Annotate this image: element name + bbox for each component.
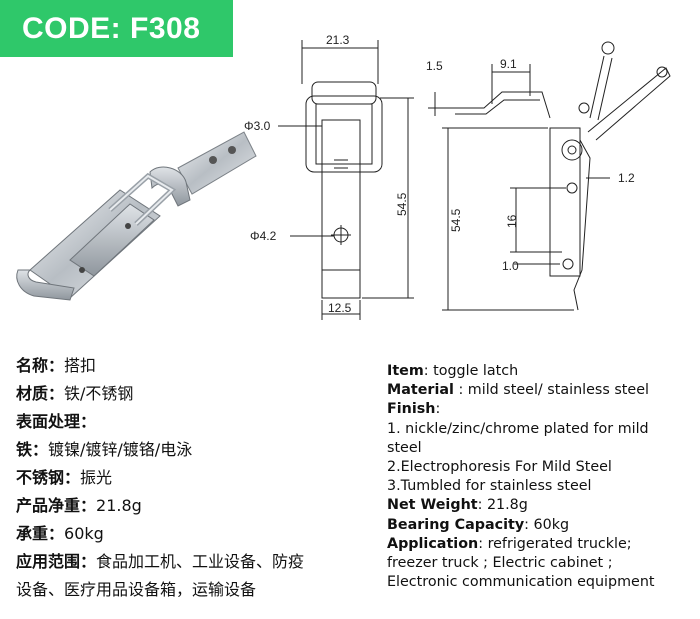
en-finish-3: 3.Tumbled for stainless steel bbox=[387, 478, 592, 495]
en-finish-row: Finish: bbox=[387, 400, 699, 419]
dim-side-mid: 16 bbox=[505, 214, 519, 228]
en-capacity-row: Bearing Capacity: 60kg bbox=[387, 516, 699, 535]
en-application-row: Application: refrigerated truckle; bbox=[387, 535, 699, 554]
spec-surface-label: 表面处理： bbox=[16, 412, 97, 431]
spec-steel-value: 振光 bbox=[80, 468, 113, 487]
dim-bottom-width: 12.5 bbox=[328, 301, 352, 315]
spec-material-row: 材质：铁/不锈钢 bbox=[16, 380, 386, 408]
product-code-badge: CODE: F308 bbox=[0, 0, 233, 57]
spec-steel-row: 不锈钢：振光 bbox=[16, 464, 386, 492]
english-spec-list: Item: toggle latch Material : mild steel… bbox=[387, 362, 699, 592]
en-weight-label: Net Weight bbox=[387, 497, 478, 514]
spec-weight-row: 产品净重：21.8g bbox=[16, 492, 386, 520]
dim-hole-top: Φ3.0 bbox=[244, 119, 271, 133]
spec-weight-label: 产品净重： bbox=[16, 496, 97, 515]
spec-name-value: 搭扣 bbox=[64, 356, 97, 375]
spec-iron-row: 铁：镀镍/镀锌/镀铬/电泳 bbox=[16, 436, 386, 464]
dim-side-thickness: 1.0 bbox=[502, 259, 519, 273]
spec-name-row: 名称：搭扣 bbox=[16, 352, 386, 380]
en-finish-2: 2.Electrophoresis For Mild Steel bbox=[387, 459, 612, 476]
dim-side-offset: 9.1 bbox=[500, 57, 517, 71]
spec-application-value-2: 设备、医疗用品设备箱，运输设备 bbox=[16, 580, 257, 599]
dim-front-height: 54.5 bbox=[395, 192, 409, 216]
en-material-value: : mild steel/ stainless steel bbox=[453, 382, 649, 399]
dim-side-height: 54.5 bbox=[449, 208, 463, 232]
en-item-value: : toggle latch bbox=[423, 363, 519, 379]
en-capacity-label: Bearing Capacity bbox=[387, 516, 525, 533]
en-finish-colon: : bbox=[435, 401, 441, 418]
dim-hole-bottom: Φ4.2 bbox=[250, 229, 277, 243]
product-photo bbox=[16, 131, 257, 301]
spec-application-row: 应用范围：食品加工机、工业设备、防疫 bbox=[16, 548, 386, 576]
en-application-label: Application bbox=[387, 535, 479, 552]
spec-name-label: 名称： bbox=[16, 356, 65, 375]
spec-load-label: 承重： bbox=[16, 524, 65, 543]
spec-iron-label: 铁： bbox=[16, 440, 49, 459]
en-application-3: Electronic communication equipment bbox=[387, 574, 655, 591]
en-finish-1b: steel bbox=[387, 439, 422, 456]
en-item-label: Item bbox=[387, 363, 424, 379]
en-capacity-value: : 60kg bbox=[524, 516, 570, 533]
spec-iron-value: 镀镍/镀锌/镀铬/电泳 bbox=[48, 440, 193, 459]
en-material-row: Material : mild steel/ stainless steel bbox=[387, 381, 699, 400]
technical-drawing: 21.3 Φ3.0 Φ4.2 54.5 12.5 1.5 9.1 1.2 16 … bbox=[244, 33, 671, 320]
spec-steel-label: 不锈钢： bbox=[16, 468, 81, 487]
en-weight-value: : 21.8g bbox=[477, 497, 528, 514]
en-application-2: freezer truck ; Electric cabinet ; bbox=[387, 555, 613, 572]
spec-surface-row: 表面处理： bbox=[16, 408, 386, 436]
chinese-spec-list: 名称：搭扣 材质：铁/不锈钢 表面处理： 铁：镀镍/镀锌/镀铬/电泳 不锈钢：振… bbox=[16, 352, 386, 604]
spec-load-row: 承重：60kg bbox=[16, 520, 386, 548]
en-finish-1: 1. nickle/zinc/chrome plated for mild bbox=[387, 420, 649, 437]
en-item-row: Item: toggle latch bbox=[387, 362, 699, 381]
spec-application-label: 应用范围： bbox=[16, 552, 97, 571]
spec-application-value: 食品加工机、工业设备、防疫 bbox=[96, 552, 305, 571]
spec-load-value: 60kg bbox=[64, 524, 104, 543]
spec-material-value: 铁/不锈钢 bbox=[64, 384, 134, 403]
en-material-label: Material bbox=[387, 382, 454, 399]
en-weight-row: Net Weight: 21.8g bbox=[387, 496, 699, 515]
dim-top-width: 21.3 bbox=[326, 33, 350, 47]
spec-weight-value: 21.8g bbox=[96, 496, 142, 515]
spec-application-row-2: 设备、医疗用品设备箱，运输设备 bbox=[16, 576, 386, 604]
en-application-value: : refrigerated truckle; bbox=[478, 535, 632, 552]
dim-side-gap: 1.2 bbox=[618, 171, 635, 185]
en-finish-label: Finish bbox=[387, 401, 436, 418]
dim-side-top: 1.5 bbox=[426, 59, 443, 73]
spec-material-label: 材质： bbox=[16, 384, 65, 403]
